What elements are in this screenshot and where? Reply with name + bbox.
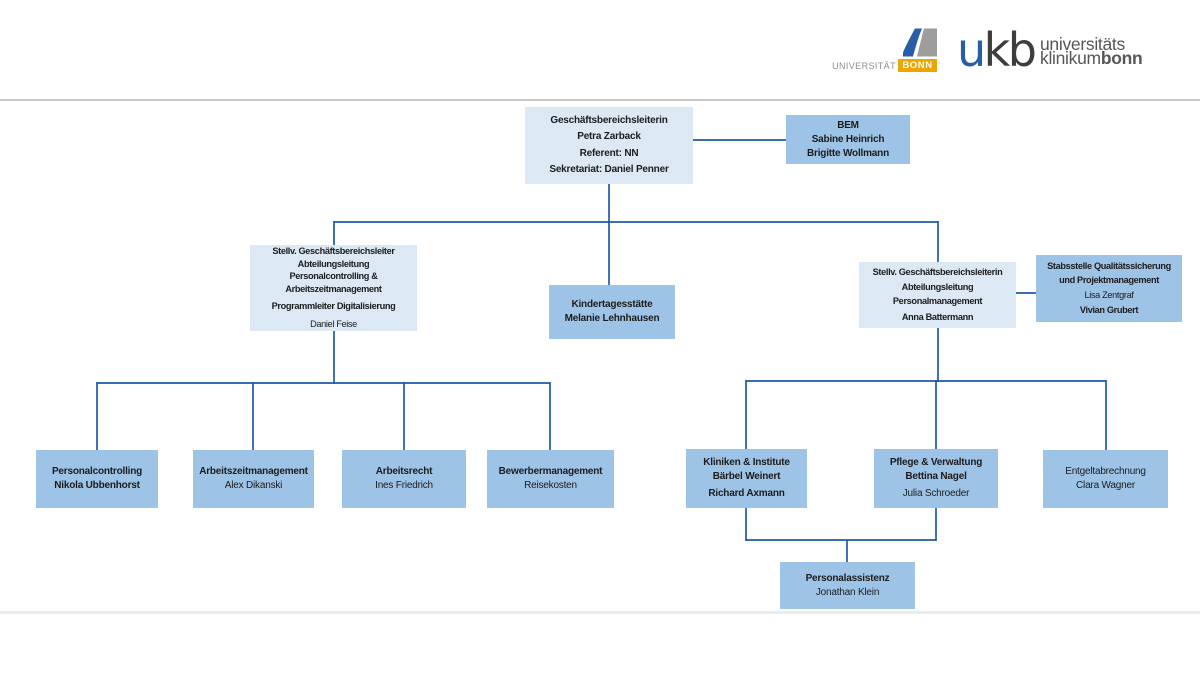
org-box-line: Julia Schroeder — [902, 488, 970, 499]
org-box-line: Anna Battermann — [901, 312, 974, 322]
org-box-stabsstelle-qualitaetssicherung: Stabsstelle Qualitätssicherung und Projek… — [1036, 255, 1182, 322]
org-box-line: Bewerbermanagement — [498, 466, 603, 477]
page-header: UNIVERSITÄT BONN ukb universitäts klinik… — [0, 0, 1200, 100]
org-box-line: Referent: NN — [579, 147, 639, 159]
org-box-line: Clara Wagner — [1076, 480, 1135, 491]
org-box-line: Reisekosten — [524, 480, 577, 491]
org-box-line: Entgeltabrechnung — [1065, 466, 1146, 477]
org-box-line: Lisa Zentgraf — [1084, 290, 1134, 300]
org-box-line: Stellv. Geschäftsbereichsleiter — [272, 246, 395, 256]
org-box-line: Geschäftsbereichsleiterin — [550, 114, 668, 126]
uni-bonn-label: UNIVERSITÄT — [832, 61, 896, 71]
ukb-logo: ukb — [957, 23, 1037, 77]
org-box-line: Pflege & Verwaltung — [889, 457, 983, 468]
ukb-logo-kb: kb — [983, 23, 1037, 77]
org-box-line: Arbeitszeitmanagement — [199, 466, 308, 477]
org-box-line: Arbeitszeitmanagement — [285, 283, 382, 294]
org-box-line: Petra Zarback — [577, 131, 641, 143]
org-box-line: BEM — [837, 119, 859, 131]
uni-bonn-logo-icon — [903, 28, 937, 57]
org-box-line: Sabine Heinrich — [811, 133, 885, 145]
org-box-line: Sekretariat: Daniel Penner — [549, 164, 669, 176]
org-box-line: Kindertagesstätte — [571, 299, 653, 310]
org-box-line: Jonathan Klein — [815, 586, 880, 598]
footer-divider — [0, 611, 1200, 614]
ukb-logotype-text: universitäts klinikumbonn — [1040, 34, 1143, 68]
uni-bonn-highlight: BONN — [898, 59, 937, 72]
ukb-logotype-line1: universitäts — [1040, 34, 1125, 54]
org-box-line: Personalcontrolling & — [289, 271, 378, 281]
org-box-line: Abteilungsleitung — [297, 258, 370, 269]
org-box-line: Nikola Ubbenhorst — [54, 480, 140, 491]
universitaet-bonn-logo: UNIVERSITÄT BONN — [832, 28, 937, 74]
org-box-line: und Projektmanagement — [1059, 274, 1159, 285]
org-box-line: Bettina Nagel — [905, 471, 967, 482]
header-divider — [0, 99, 1200, 101]
org-box-line: Melanie Lehnhausen — [564, 313, 660, 324]
ukb-logo-u: u — [957, 23, 986, 77]
org-box-line: Brigitte Wollmann — [807, 147, 889, 159]
org-box-line: Bärbel Weinert — [712, 471, 781, 482]
org-box-line: Kliniken & Institute — [703, 457, 790, 468]
org-box-line: Vivian Grubert — [1079, 304, 1139, 315]
ukb-logotype-line2: klinikumbonn — [1040, 48, 1143, 68]
org-box-line: Richard Axmann — [708, 488, 785, 499]
org-box-line: Programmleiter Digitalisierung — [271, 301, 396, 311]
org-box-line: Personalmanagement — [892, 295, 983, 306]
org-box-line: Stellv. Geschäftsbereichsleiterin — [872, 266, 1003, 277]
org-box-line: Arbeitsrecht — [375, 466, 433, 477]
org-box-line: Stabsstelle Qualitätssicherung — [1047, 261, 1171, 271]
org-box-line: Daniel Feise — [310, 318, 357, 329]
org-box-line: Personalcontrolling — [51, 466, 143, 477]
org-box-line: Ines Friedrich — [375, 480, 433, 491]
org-box-line: Personalassistenz — [805, 572, 890, 584]
org-box-line: Alex Dikanski — [224, 480, 283, 491]
org-box-line: Abteilungsleitung — [901, 282, 974, 292]
